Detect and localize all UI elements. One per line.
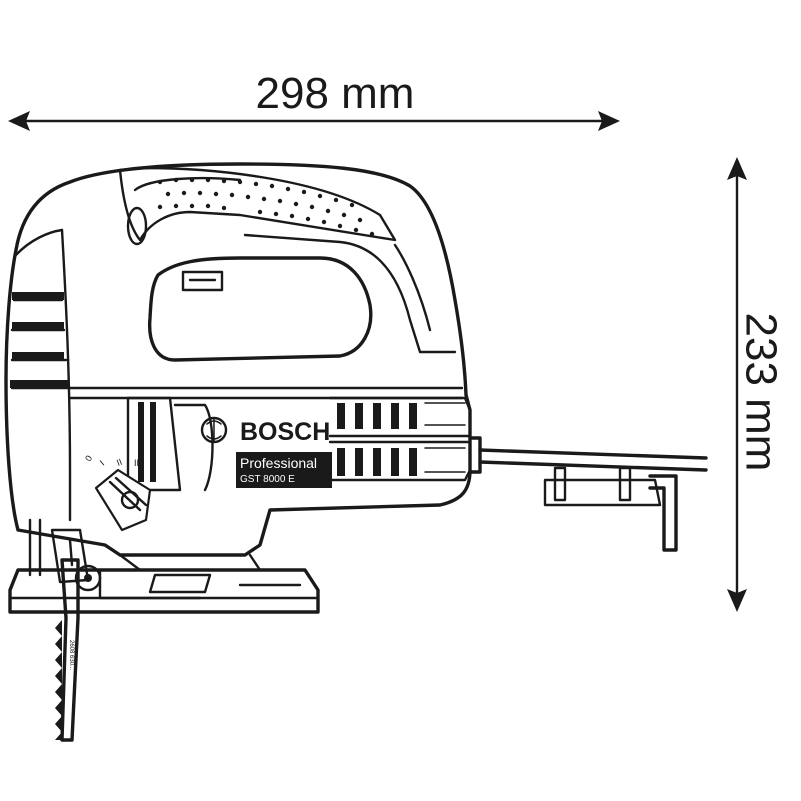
scale-1: I [98,458,106,467]
blade-guide [28,518,102,592]
guide-roller-icon [74,564,102,592]
height-arrow-top-icon [727,157,747,180]
trigger-switch [181,270,224,292]
height-dimension: 233 mm [727,157,786,612]
height-label: 233 mm [737,313,786,472]
brand-name: BOSCH [240,418,330,446]
handle-opening [147,256,373,362]
width-arrow-left-icon [8,111,30,131]
product-line: Professional [240,455,317,471]
grip-button-icon [126,206,148,246]
width-dimension: 298 mm [8,69,620,131]
width-arrow-right-icon [598,111,620,131]
rear-grip [10,228,72,522]
pendulum-scale: 0 I II III [83,454,141,468]
width-label: 298 mm [256,69,415,118]
top-grip [118,166,397,246]
pendulum-lever[interactable] [94,468,152,532]
cooling-vents [328,396,472,482]
saw-blade: 2608 630... [55,558,80,742]
speed-dial [126,396,214,492]
brand-plate: BOSCH Professional GST 8000 E [200,416,332,488]
height-arrow-bottom-icon [727,589,747,612]
scale-2: II [115,457,123,468]
jigsaw-illustration: BOSCH Professional GST 8000 E 0 I II III [4,162,708,742]
cord-clip [543,478,662,507]
blade-marking: 2608 630... [68,640,74,670]
scale-0: 0 [83,454,94,463]
grip-dots [157,177,375,237]
model-plate [236,452,332,488]
power-cord [468,436,708,552]
model-number: GST 8000 E [240,474,295,485]
scale-3: III [134,458,142,468]
